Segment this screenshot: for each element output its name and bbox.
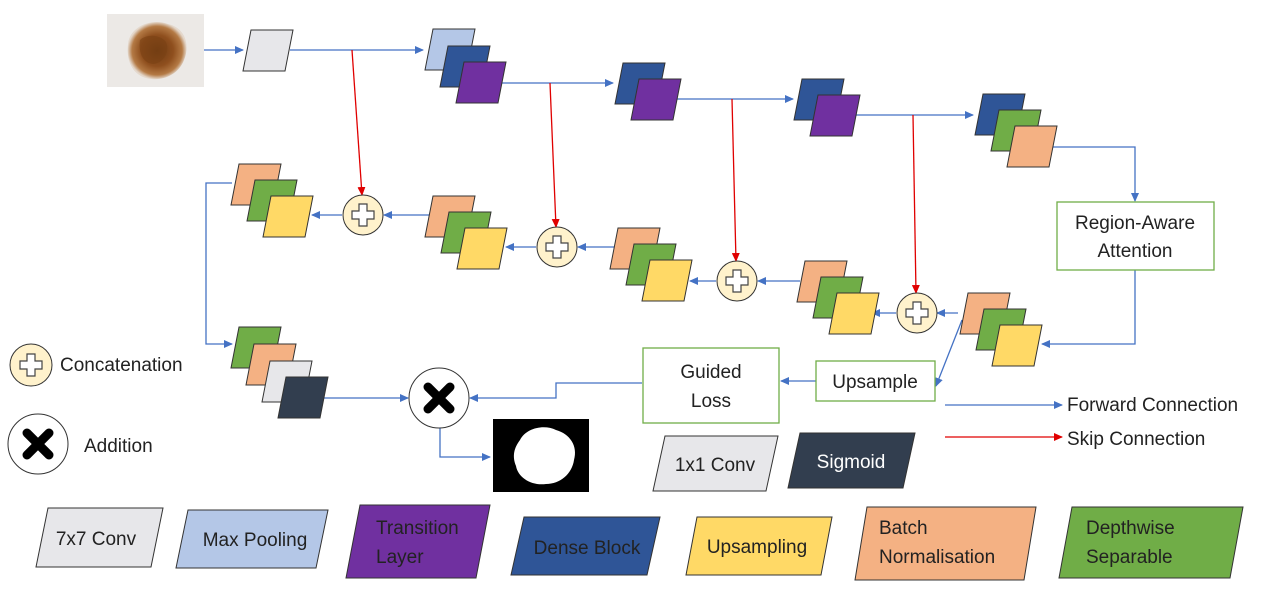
transition-layer (455, 61, 507, 104)
conv7x7-layer (242, 29, 294, 72)
decoder-stack-2 (609, 227, 693, 302)
legend-skip-label: Skip Connection (1067, 429, 1205, 450)
guided-loss-label-line2: Loss (691, 391, 731, 412)
legend-concatenation: Concatenation (9, 343, 183, 387)
legend-conv1x1-label: 1x1 Conv (675, 455, 756, 476)
decoder-stack-1 (424, 195, 508, 270)
upsampling-layer (262, 195, 314, 238)
legend-upsampling: Upsampling (685, 516, 833, 576)
output-head-stack (230, 326, 329, 419)
legend-batchnorm-label-line1: Batch (879, 518, 928, 539)
region-aware-attention-box: Region-Aware Attention (1056, 201, 1215, 271)
legend-sigmoid-label: Sigmoid (817, 452, 886, 473)
legend-conv1x1: 1x1 Conv (652, 435, 779, 492)
plus-icon (351, 203, 375, 227)
plus-circle-icon (19, 353, 43, 377)
legend-transition-label-line1: Transition (376, 518, 459, 539)
legend-batchnorm: Batch Normalisation (854, 506, 1037, 581)
guided-loss-label-line1: Guided (680, 362, 741, 383)
legend-depthwise: Depthwise Separable (1058, 506, 1244, 579)
concat-node (896, 292, 938, 334)
upsampling-layer (991, 324, 1043, 367)
transition-layer (809, 94, 861, 137)
output-mask-image (493, 419, 589, 492)
forward-connections (204, 46, 1139, 461)
transition-layer (630, 78, 682, 121)
legend-maxpool-label: Max Pooling (203, 530, 308, 551)
legend-sigmoid: Sigmoid (787, 432, 916, 489)
legend-upsampling-label: Upsampling (707, 537, 807, 558)
plus-icon (545, 235, 569, 259)
sigmoid-layer (277, 376, 329, 419)
legend-forward-label: Forward Connection (1067, 395, 1238, 416)
concat-node (342, 194, 384, 236)
conv7x7-block (242, 29, 294, 72)
legend-dense: Dense Block (510, 516, 661, 576)
legend-transition: Transition Layer (345, 504, 491, 579)
legend-conv7x7: 7x7 Conv (35, 507, 164, 568)
legend-addition-label: Addition (84, 436, 153, 457)
legend-batchnorm-label-line2: Normalisation (879, 547, 995, 568)
legend-forward-connection: Forward Connection (945, 395, 1238, 416)
upsampling-layer (828, 292, 880, 335)
legend-dense-label: Dense Block (534, 538, 641, 559)
legend-conv7x7-label: 7x7 Conv (56, 529, 137, 550)
cross-icon (423, 382, 455, 414)
batchnorm-layer (1006, 125, 1058, 168)
plus-icon (905, 301, 929, 325)
concat-node (716, 260, 758, 302)
attention-label-line2: Attention (1098, 241, 1173, 262)
legend-maxpool: Max Pooling (175, 509, 329, 569)
guided-loss-box: Guided Loss (642, 347, 780, 424)
legend-transition-label-line2: Layer (376, 547, 424, 568)
addition-node (408, 367, 470, 429)
encoder-stack-1 (424, 28, 507, 104)
attention-label-line1: Region-Aware (1075, 213, 1195, 234)
bottleneck-stack (974, 93, 1058, 168)
legend-depthwise-label-line2: Separable (1086, 547, 1173, 568)
input-lesion-image (107, 14, 204, 87)
legend-depthwise-label-line1: Depthwise (1086, 518, 1175, 539)
legend-concatenation-label: Concatenation (60, 355, 183, 376)
plus-icon (725, 269, 749, 293)
decoder-stack-3 (796, 260, 880, 335)
legend-skip-connection: Skip Connection (945, 429, 1205, 450)
encoder-stack-2 (614, 62, 682, 121)
decoder-stack-4 (959, 292, 1043, 367)
cross-circle-icon (22, 428, 54, 460)
concat-node (536, 226, 578, 268)
upsample-label: Upsample (832, 372, 918, 393)
decoder-stack-0 (230, 163, 314, 238)
legend-addition: Addition (7, 413, 153, 475)
skip-connections (351, 49, 920, 294)
upsampling-layer (456, 227, 508, 270)
upsampling-layer (641, 259, 693, 302)
encoder-stack-3 (793, 78, 861, 137)
upsample-box: Upsample (815, 360, 936, 402)
